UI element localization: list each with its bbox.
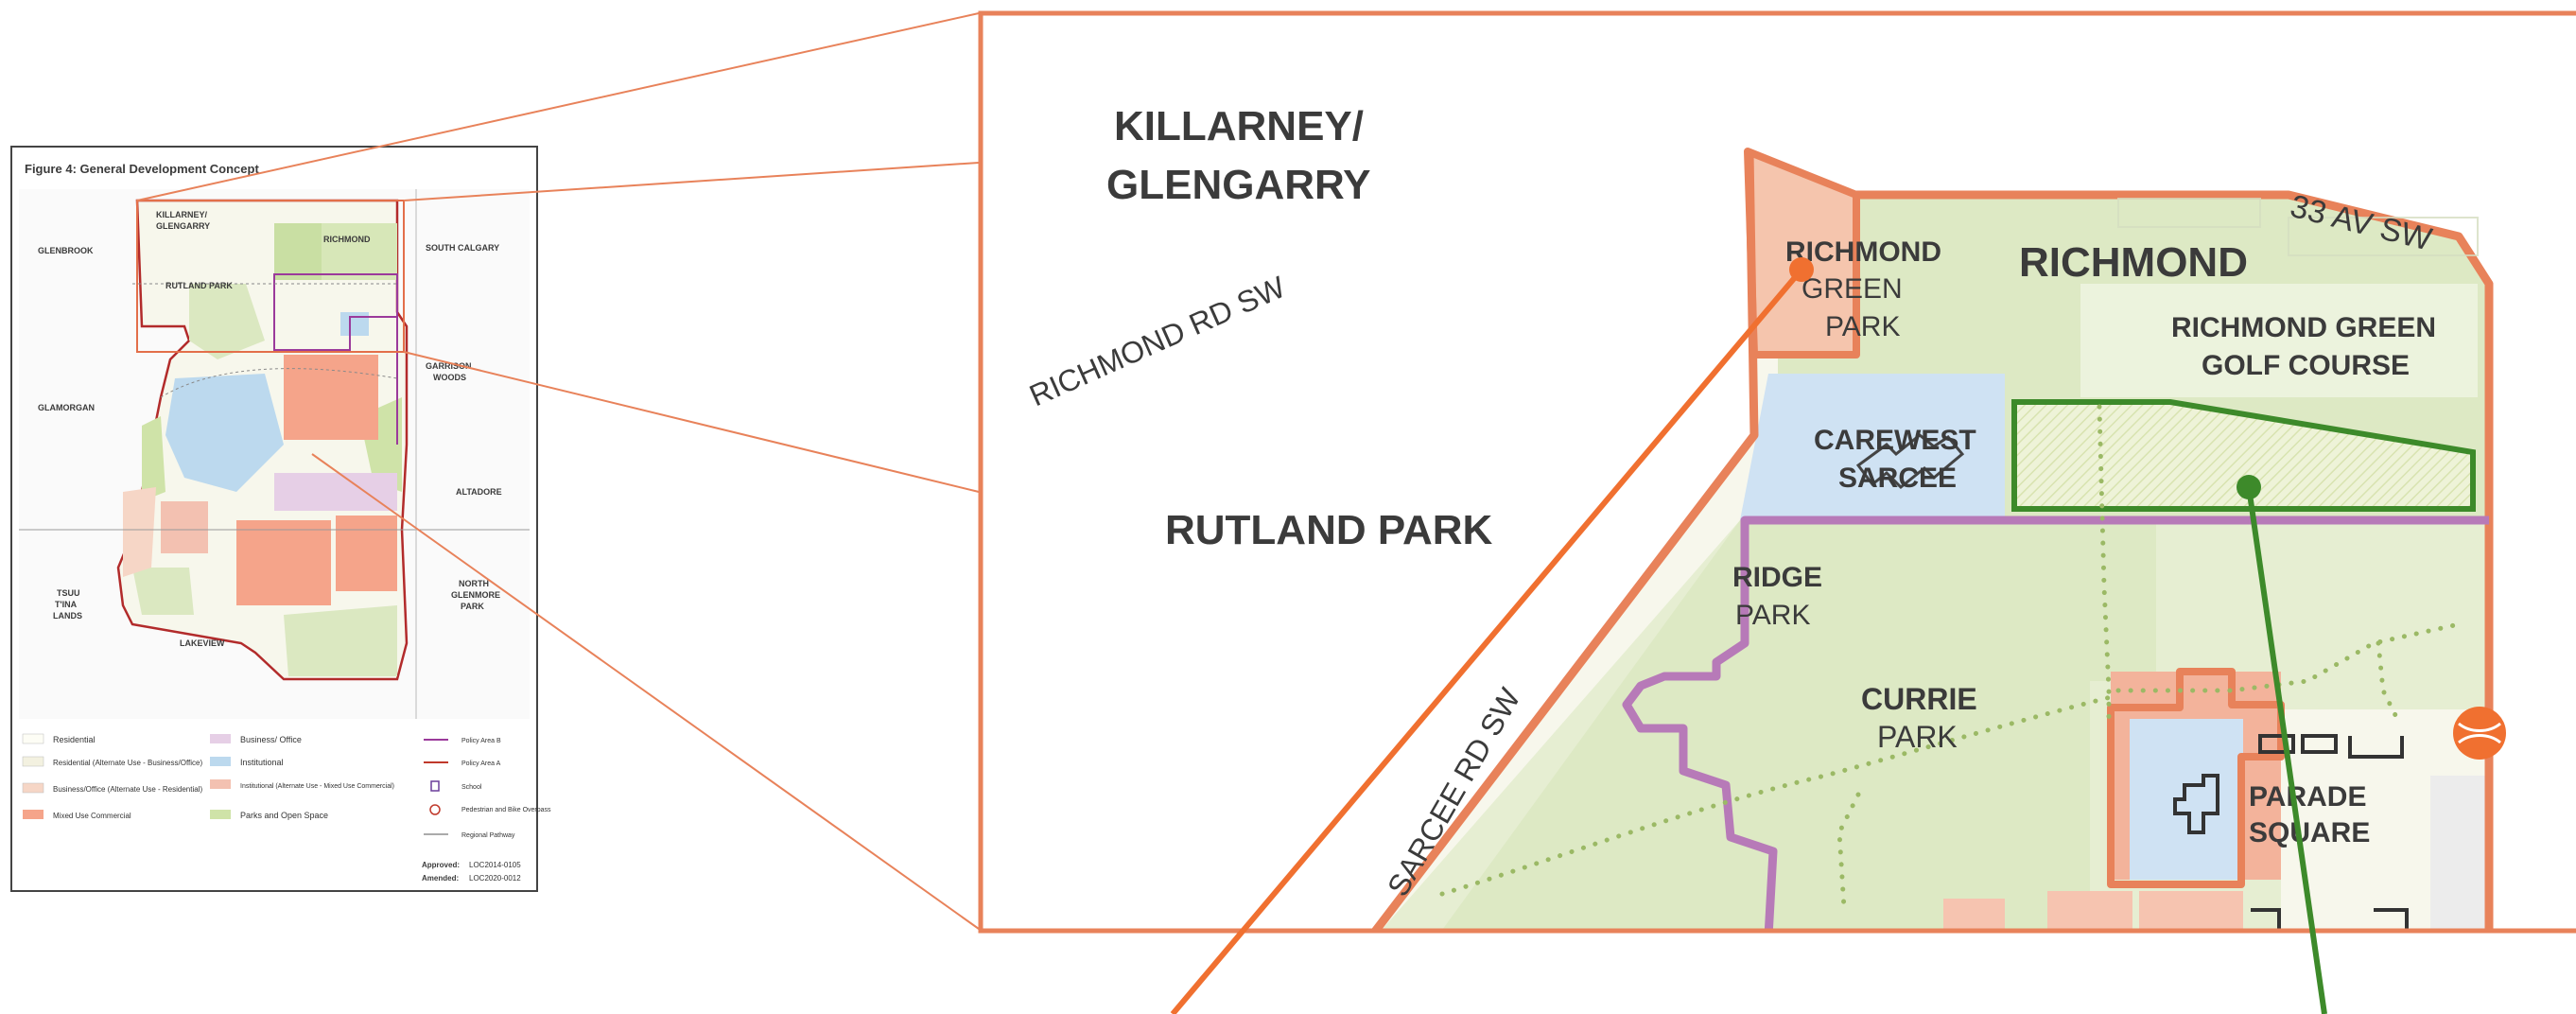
detail-label-carewest-2: SARCEE (1838, 463, 1957, 494)
legend-swatch-6 (210, 779, 231, 789)
detail-label-parade-2: SQUARE (2249, 817, 2370, 848)
legend-label-5: Institutional (240, 758, 284, 767)
overview-label-killarney: KILLARNEY/ (156, 210, 207, 219)
overview-label-tsuu-1: TSUU (57, 588, 80, 598)
overview-label-north-1: NORTH (459, 579, 489, 588)
legend-label-10: School (461, 784, 482, 791)
detail-label-currie-1: CURRIE (1861, 682, 1977, 716)
legend-swatch-3 (23, 810, 44, 819)
detail-label-killarney: KILLARNEY/ (1114, 103, 1364, 149)
legend: Residential Residential (Alternate Use -… (22, 733, 551, 839)
detail-label-golf-2: GOLF COURSE (2202, 350, 2410, 381)
zoom-source-rect (136, 200, 405, 353)
zoom-connectors (136, 12, 980, 930)
legend-label-9: Policy Area A (461, 760, 501, 767)
detail-label-carewest-1: CAREWEST (1814, 425, 1976, 456)
overview-label-south-calgary: SOUTH CALGARY (426, 243, 499, 253)
green-callout (2237, 475, 2327, 1014)
detail-label-ridge-1: RIDGE (1732, 562, 1822, 593)
legend-label-0: Residential (53, 735, 96, 744)
overview-label-richmond: RICHMOND (323, 235, 371, 244)
detail-frame (978, 10, 2576, 934)
amended-value: LOC2020-0012 (469, 874, 521, 883)
overview-label-glengarry: GLENGARRY (156, 221, 210, 231)
overview-label-north-3: PARK (461, 602, 484, 611)
detail-label-parade-1: PARADE (2249, 781, 2366, 813)
detail-label-rutland-park: RUTLAND PARK (1165, 507, 1492, 553)
parade-square-outline (2107, 668, 2285, 888)
approved-label: Approved: (422, 861, 460, 869)
amended-label: Amended: (422, 874, 459, 883)
policy-area-b-outline (1622, 516, 2489, 931)
detail-map: KILLARNEY/ GLENGARRY RICHMOND RD SW RUTL… (981, 13, 2576, 931)
detail-label-currie-2: PARK (1877, 720, 1958, 754)
legend-swatch-5 (210, 757, 231, 766)
legend-label-7: Parks and Open Space (240, 811, 328, 820)
detail-label-richmond: RICHMOND (2019, 239, 2248, 286)
detail-label-golf-1: RICHMOND GREEN (2171, 312, 2436, 343)
overview-label-glenbrook: GLENBROOK (38, 246, 94, 255)
regional-pathway (1439, 404, 2462, 911)
legend-swatch-2 (22, 782, 44, 794)
legend-swatch-1 (22, 756, 44, 767)
orange-marker-dot (1789, 257, 1814, 282)
overview-label-garrison-2: WOODS (433, 373, 466, 382)
overview-label-garrison-1: GARRISON (426, 361, 472, 371)
legend-swatch-4 (210, 734, 231, 743)
overview-map: Figure 4: General Development Concept (10, 146, 551, 892)
golf-course-strip (2011, 399, 2476, 512)
legend-swatch-11 (429, 804, 441, 815)
legend-label-6: Institutional (Alternate Use - Mixed Use… (240, 783, 394, 790)
legend-label-3: Mixed Use Commercial (53, 812, 131, 820)
legend-swatch-7 (210, 810, 231, 819)
carewest-buildings (1855, 433, 1965, 490)
legend-swatch-10 (430, 780, 440, 792)
legend-label-2: Business/Office (Alternate Use - Residen… (53, 785, 202, 794)
overpass-icon (2453, 707, 2506, 760)
approved-value: LOC2014-0105 (469, 861, 521, 869)
green-marker-dot (2237, 475, 2261, 499)
figure-title: Figure 4: General Development Concept (25, 162, 259, 176)
detail-label-rgp-3: PARK (1825, 311, 1900, 342)
detail-label-glengarry: GLENGARRY (1106, 162, 1371, 208)
legend-swatch-0 (22, 733, 44, 744)
overview-label-glamorgan: GLAMORGAN (38, 403, 95, 412)
parade-square-buildings (2173, 734, 2409, 931)
overview-label-tsuu-3: LANDS (53, 611, 82, 621)
overview-label-north-2: GLENMORE (451, 590, 500, 600)
orange-callout (1170, 257, 1814, 1014)
legend-label-4: Business/ Office (240, 735, 302, 744)
legend-label-8: Policy Area B (461, 738, 501, 744)
overview-label-lakeview: LAKEVIEW (180, 638, 225, 648)
overview-label-tsuu-2: T'INA (55, 600, 78, 609)
detail-label-ridge-2: PARK (1735, 600, 1810, 631)
policy-area-a-outline (1369, 150, 2494, 931)
legend-label-12: Regional Pathway (461, 832, 515, 839)
overview-label-altadore: ALTADORE (456, 487, 502, 497)
legend-label-1: Residential (Alternate Use - Business/Of… (53, 759, 202, 767)
detail-label-rgp-2: GREEN (1801, 273, 1903, 305)
overview-label-rutland-park: RUTLAND PARK (165, 281, 233, 290)
legend-label-11: Pedestrian and Bike Overpass (461, 807, 551, 813)
